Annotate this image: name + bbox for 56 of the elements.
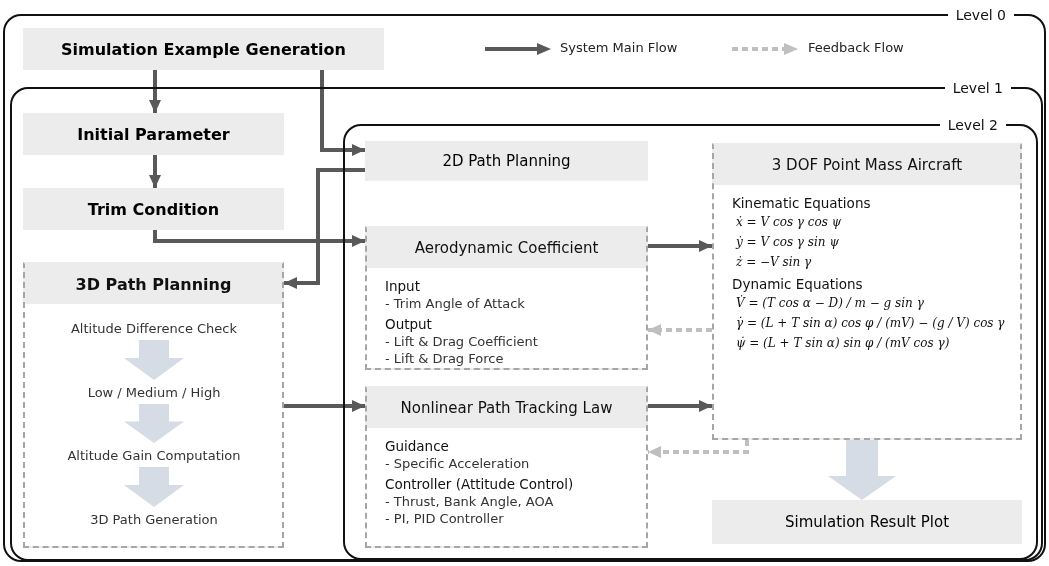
list-item: - Thrust, Bank Angle, AOA	[385, 493, 555, 510]
step-text: Altitude Gain Computation	[40, 443, 268, 467]
process-box	[365, 141, 648, 181]
section-heading: Output	[385, 316, 433, 333]
step-text: Low / Medium / High	[40, 380, 268, 404]
section-heading: Kinematic Equations	[732, 195, 872, 212]
feedback-arrow	[648, 440, 749, 458]
legend-label: System Main Flow	[560, 40, 678, 55]
box-title: Initial Parameter	[77, 124, 230, 144]
block-arrow	[828, 440, 896, 500]
box-title: Trim Condition	[87, 199, 220, 219]
legend-label: Feedback Flow	[808, 40, 904, 55]
box-title: Simulation Result Plot	[784, 513, 950, 531]
section-heading: Guidance	[385, 438, 450, 455]
section-heading: Dynamic Equations	[732, 276, 864, 293]
list-item: - PI, PID Controller	[385, 510, 505, 527]
step-text: Altitude Difference Check	[40, 316, 268, 340]
block-arrow	[124, 340, 184, 380]
flow-arrow	[284, 400, 365, 412]
equation: V̇ = (T cos α − D) / m − g sin γ	[736, 294, 925, 312]
block-arrow	[124, 467, 184, 507]
process-panel	[365, 226, 648, 370]
section-heading: Input	[385, 278, 421, 295]
flow-arrow	[149, 70, 161, 113]
process-panel	[23, 262, 284, 548]
process-panel	[712, 143, 1022, 440]
box-title: Simulation Example Generation	[61, 39, 346, 59]
flow-arrow	[320, 70, 365, 156]
flow-arrow	[149, 155, 161, 188]
panel-title: 3D Path Planning	[75, 274, 232, 294]
process-panel	[365, 386, 648, 548]
equation: ẏ = V cos γ sin ψ	[736, 234, 840, 251]
flow-arrow	[648, 240, 712, 252]
feedback-arrow	[648, 324, 712, 336]
process-box	[23, 28, 384, 70]
flow-arrow	[648, 400, 712, 412]
process-box	[23, 113, 284, 155]
block-arrow	[124, 404, 184, 443]
flow-arrow	[153, 230, 365, 247]
panel-title: Aerodynamic Coefficient	[414, 239, 599, 257]
process-box	[23, 188, 284, 230]
equation: ż = −V sin γ	[736, 254, 813, 271]
list-item: - Specific Acceleration	[385, 455, 531, 472]
list-item: - Lift & Drag Force	[385, 350, 505, 367]
box-title: 2D Path Planning	[442, 152, 571, 170]
list-item: - Lift & Drag Coefficient	[385, 333, 539, 350]
list-item: - Trim Angle of Attack	[385, 295, 526, 312]
panel-title: Nonlinear Path Tracking Law	[400, 399, 613, 417]
process-box	[712, 500, 1022, 544]
equation: ψ̇ = (L + T sin α) sin φ / (mV cos γ)	[736, 335, 951, 352]
step-text: 3D Path Generation	[40, 507, 268, 531]
equation: γ̇ = (L + T sin α) cos φ / (mV) − (g / V) cos γ	[736, 315, 1006, 332]
panel-title: 3 DOF Point Mass Aircraft	[771, 156, 963, 174]
flow-arrow	[284, 168, 365, 289]
equation: ẋ = V cos γ cos ψ	[736, 214, 843, 231]
section-heading: Controller (Attitude Control)	[385, 476, 575, 493]
